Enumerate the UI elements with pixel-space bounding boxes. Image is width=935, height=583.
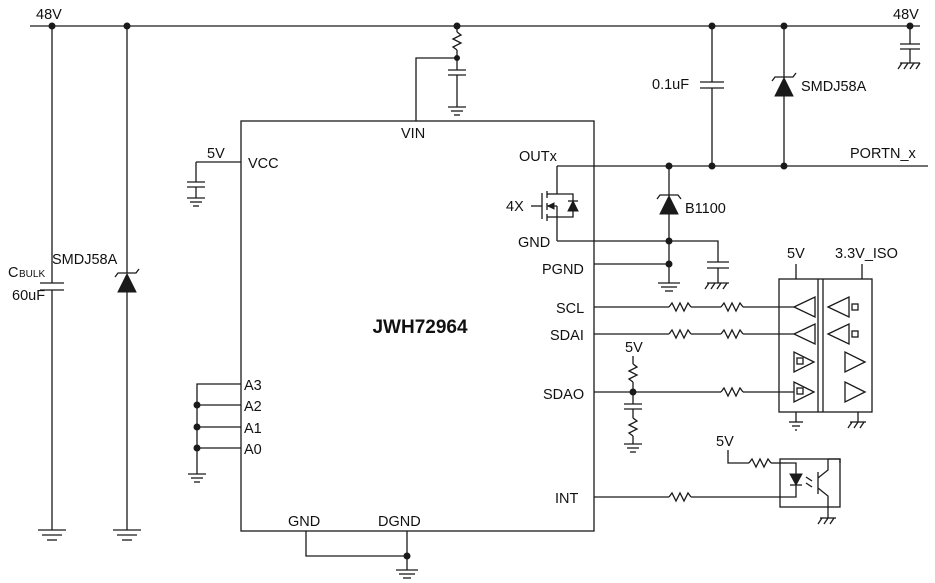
opto-5v-label: 5V [716, 434, 734, 450]
diode-label: B1100 [685, 201, 726, 217]
cbulk-value: 60uF [12, 288, 45, 304]
fet-gnd-capacitor [704, 261, 729, 290]
vcc-decoupling [187, 161, 241, 207]
bulk-capacitor [38, 26, 66, 541]
fet-count-label: 4X [506, 199, 524, 215]
pin-a3-label: A3 [244, 378, 262, 394]
pin-outx-label: OUTx [519, 149, 558, 165]
digital-isolator [778, 264, 873, 431]
pin-a1-label: A1 [244, 421, 262, 437]
vcc-5v-label: 5V [207, 146, 225, 162]
pin-gnd-label: GND [288, 514, 320, 530]
chip-name: JWH72964 [372, 317, 467, 338]
iso-3v3-label: 3.3V_ISO [835, 246, 898, 262]
cbulk-prefix: C [8, 265, 18, 281]
pin-scl-label: SCL [556, 301, 584, 317]
rail-48v [30, 22, 920, 30]
rail-48v-decoupling [897, 26, 921, 70]
cap-port-label: 0.1uF [652, 77, 689, 93]
schottky-diode [594, 166, 682, 292]
tvs-left-label: SMDJ58A [52, 252, 118, 268]
power-fet [531, 166, 719, 262]
pin-gnd-fet-label: GND [518, 235, 550, 251]
output-line [557, 162, 928, 170]
tvs-diode-left [113, 26, 141, 541]
pin-sdai-label: SDAI [550, 328, 584, 344]
chip-ground [305, 531, 418, 579]
optocoupler [727, 450, 841, 525]
pin-pgnd-label: PGND [542, 262, 584, 278]
pin-dgnd-label: DGND [378, 514, 421, 530]
rail-48v-right-label: 48V [893, 7, 919, 23]
pin-a0-label: A0 [244, 442, 262, 458]
cbulk-subscript: BULK [19, 269, 45, 280]
vin-filter [415, 26, 466, 121]
pin-vcc-label: VCC [248, 156, 279, 172]
i2c-lines [594, 301, 794, 503]
iso-5v-label: 5V [787, 246, 805, 262]
pin-sdao-label: SDAO [543, 387, 584, 403]
pin-int-label: INT [555, 491, 579, 507]
address-pins [188, 383, 241, 483]
tvs-diode-right [771, 26, 797, 166]
port-label: PORTN_x [850, 146, 917, 162]
pin-a2-label: A2 [244, 399, 262, 415]
rail-48v-left-label: 48V [36, 7, 62, 23]
sdao-pullup [624, 356, 642, 453]
chip-body [240, 120, 595, 532]
tvs-right-label: SMDJ58A [801, 79, 867, 95]
pin-vin-label: VIN [401, 126, 425, 142]
port-capacitor [700, 26, 724, 166]
pullup-5v-label: 5V [625, 340, 643, 356]
